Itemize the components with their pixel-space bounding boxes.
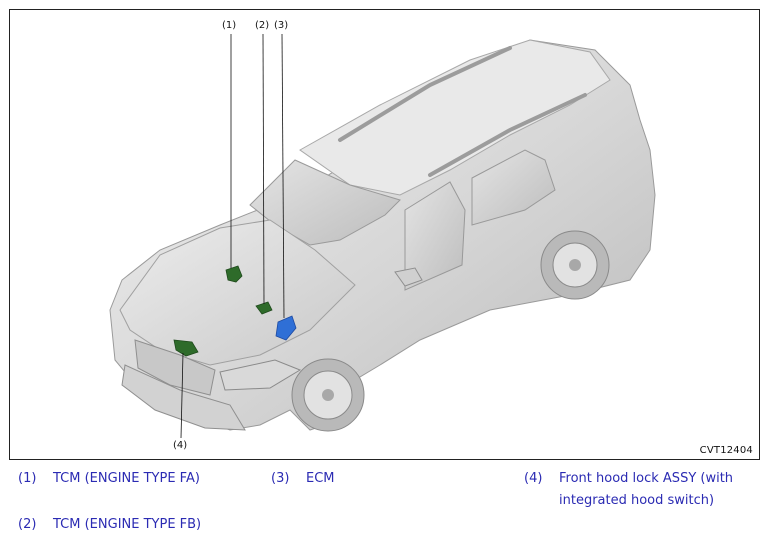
legend-text-line-1: Front hood lock ASSY (with xyxy=(559,471,734,486)
tcm-fa-component xyxy=(225,265,243,283)
callout-3: (3) xyxy=(274,20,289,31)
windshield xyxy=(249,159,401,246)
side-mirror xyxy=(394,267,423,287)
callout-2: (2) xyxy=(255,20,270,31)
front-bumper xyxy=(121,364,246,431)
figure-id: CVT12404 xyxy=(699,445,753,456)
legend-item-4: (4) Front hood lock ASSY (with integrate… xyxy=(524,468,760,512)
roof-rail-left xyxy=(338,46,512,142)
headlight xyxy=(219,359,302,391)
side-window-rear xyxy=(471,149,556,226)
callout-1: (1) xyxy=(222,20,237,31)
front-grille xyxy=(134,339,216,396)
legend-number: (3) xyxy=(271,471,290,486)
leader-line-4 xyxy=(180,352,184,439)
legend-item-3: (3) ECM xyxy=(271,468,471,490)
front-wheel xyxy=(291,358,365,432)
leader-line-3 xyxy=(281,33,285,319)
ecm-component xyxy=(275,315,297,341)
legend-text: TCM (ENGINE TYPE FB) xyxy=(53,517,202,532)
legend-item-1: (1) TCM (ENGINE TYPE FA) xyxy=(18,468,258,490)
legend-number: (2) xyxy=(18,517,37,532)
roof-rail-right xyxy=(428,93,587,177)
vehicle-illustration xyxy=(109,33,656,439)
rear-wheel xyxy=(540,230,610,300)
leader-line-2 xyxy=(262,33,265,305)
car-roof xyxy=(299,39,611,196)
legend-item-2: (2) TCM (ENGINE TYPE FB) xyxy=(18,514,258,536)
legend-number: (1) xyxy=(18,471,37,486)
callout-4: (4) xyxy=(173,440,188,451)
legend-text: TCM (ENGINE TYPE FA) xyxy=(53,471,200,486)
hood-lock-component xyxy=(173,339,199,357)
legend-number: (4) xyxy=(524,471,543,486)
legend-text: ECM xyxy=(306,471,335,486)
figure-frame: (1) (2) (3) (4) CVT12404 xyxy=(9,9,760,460)
legend-text-line-2: integrated hood switch) xyxy=(559,493,715,508)
